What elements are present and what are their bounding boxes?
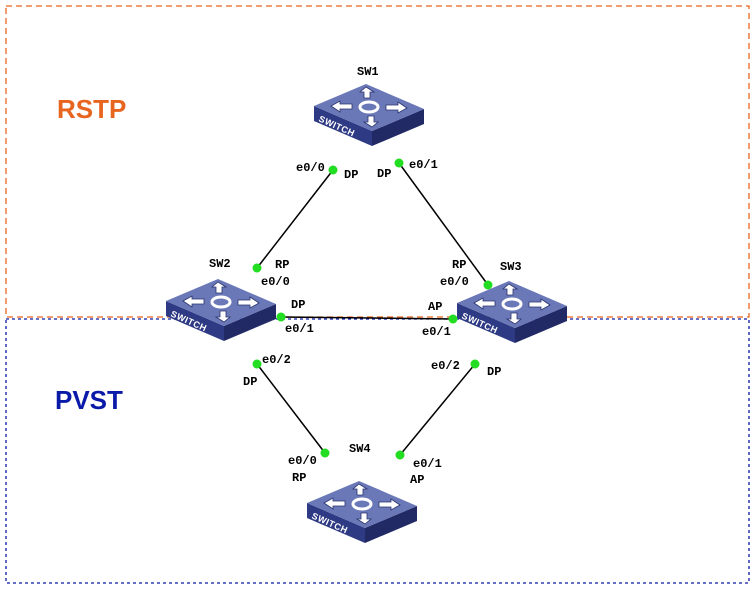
switch-sw4[interactable]: SWITCH	[305, 479, 419, 545]
port-role-label: DP	[344, 168, 358, 182]
switch-icon	[455, 279, 569, 345]
pvst-region-border	[5, 318, 750, 584]
switch-name-sw2: SW2	[209, 257, 231, 271]
port-iface-label: e0/0	[296, 161, 325, 175]
port-role-label: RP	[292, 471, 306, 485]
port-dot	[320, 448, 330, 458]
port-role-label: DP	[377, 167, 391, 181]
pvst-region-title: PVST	[55, 385, 123, 415]
port-role-label: AP	[428, 300, 442, 314]
port-dot	[395, 450, 405, 460]
switch-sw1[interactable]: SWITCH	[312, 82, 426, 148]
switch-sw3[interactable]: SWITCH	[455, 279, 569, 345]
link-sw1-sw3	[398, 162, 489, 286]
port-dot	[328, 165, 338, 175]
link-sw3-sw4	[399, 363, 476, 456]
port-iface-label: e0/1	[413, 457, 442, 471]
port-iface-label: e0/1	[422, 325, 451, 339]
port-dot	[252, 263, 262, 273]
port-dot	[394, 158, 404, 168]
switch-icon	[312, 82, 426, 148]
port-role-label: DP	[291, 298, 305, 312]
port-dot	[483, 280, 493, 290]
switch-icon	[305, 479, 419, 545]
port-dot	[276, 312, 286, 322]
rstp-region-title: RSTP	[57, 94, 126, 124]
port-dot	[448, 314, 458, 324]
rstp-region-border	[5, 5, 750, 318]
port-iface-label: e0/0	[440, 275, 469, 289]
port-role-label: AP	[410, 473, 424, 487]
switch-sw2[interactable]: SWITCH	[164, 277, 278, 343]
switch-name-sw4: SW4	[349, 442, 371, 456]
port-iface-label: e0/1	[409, 158, 438, 172]
link-sw1-sw2	[256, 169, 334, 269]
port-role-label: RP	[275, 258, 289, 272]
links	[256, 162, 489, 456]
port-iface-label: e0/1	[285, 322, 314, 336]
link-sw2-sw3	[280, 316, 454, 320]
link-sw2-sw4	[256, 363, 326, 454]
port-role-label: DP	[243, 375, 257, 389]
switch-name-sw1: SW1	[357, 65, 379, 79]
port-iface-label: e0/0	[288, 454, 317, 468]
port-iface-label: e0/0	[261, 275, 290, 289]
switch-name-sw3: SW3	[500, 260, 522, 274]
port-dot	[470, 359, 480, 369]
port-dot	[252, 359, 262, 369]
port-dots	[252, 158, 493, 460]
port-role-label: RP	[452, 258, 466, 272]
port-iface-label: e0/2	[431, 359, 460, 373]
port-iface-label: e0/2	[262, 353, 291, 367]
switch-icon	[164, 277, 278, 343]
port-role-label: DP	[487, 365, 501, 379]
